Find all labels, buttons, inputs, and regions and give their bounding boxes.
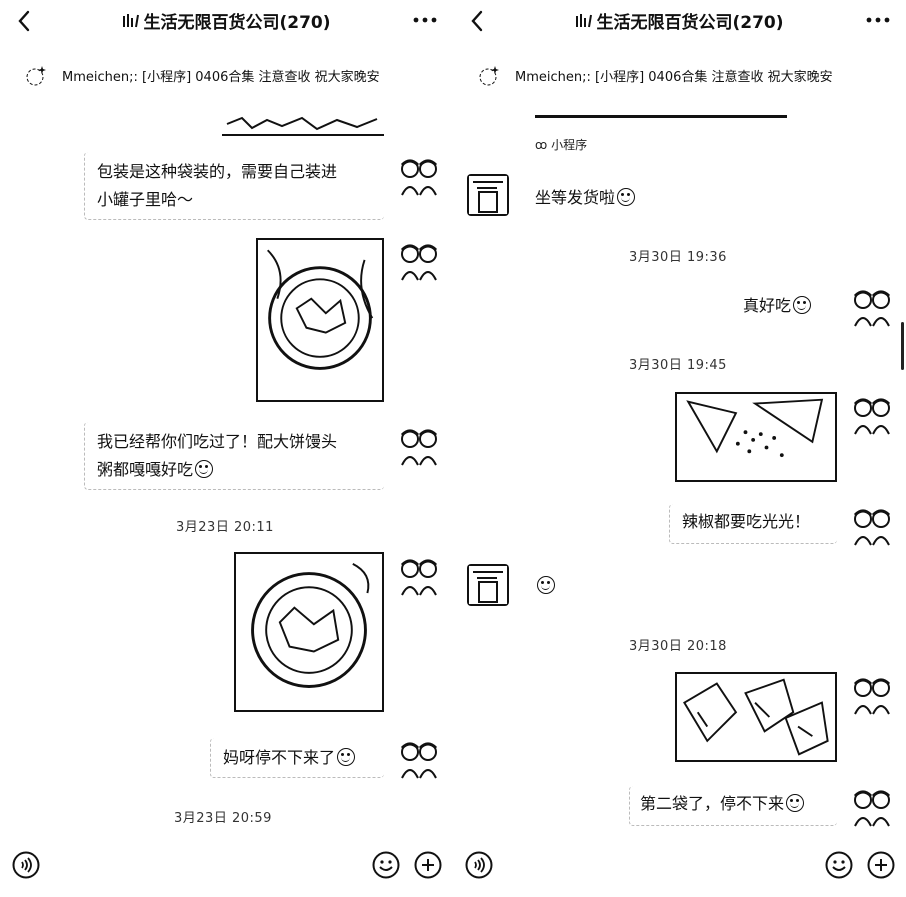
- message-text: 辣椒都要吃光光！: [682, 512, 811, 531]
- chat-title-text: 生活无限百货公司(270): [596, 13, 784, 33]
- food-photo[interactable]: [256, 238, 384, 402]
- user-avatar[interactable]: [398, 555, 440, 597]
- timestamp: 3月23日 20:11: [176, 520, 274, 535]
- user-avatar[interactable]: [851, 505, 893, 547]
- voice-icon: [12, 851, 40, 879]
- laugh-emoji-icon: [337, 748, 356, 766]
- message-text: 第二袋了，停不下来: [640, 794, 785, 813]
- back-button[interactable]: [12, 6, 38, 36]
- message-bubble[interactable]: 辣椒都要吃光光！: [669, 504, 837, 544]
- more-dots-icon: [413, 17, 437, 23]
- add-button[interactable]: [414, 851, 442, 879]
- message-text: 真好吃: [743, 296, 792, 315]
- user-avatar[interactable]: [398, 155, 440, 197]
- more-button[interactable]: [408, 10, 442, 30]
- message-text: 粥都嘎嘎好吃: [97, 460, 194, 479]
- message-bubble[interactable]: 我已经帮你们吃过了！配大饼馒头 粥都嘎嘎好吃: [84, 422, 384, 490]
- message-text: 包装是这种袋装的，需要自己装进: [97, 162, 338, 181]
- timestamp: 3月30日 19:36: [629, 250, 727, 265]
- mini-program-label[interactable]: ꝏ 小程序: [535, 136, 587, 153]
- emoji-icon: [825, 851, 853, 879]
- member-avatar[interactable]: [467, 174, 509, 216]
- add-button[interactable]: [867, 851, 895, 879]
- user-avatar[interactable]: [851, 674, 893, 716]
- more-button[interactable]: [861, 10, 895, 30]
- emoji-button[interactable]: [825, 851, 853, 879]
- voice-button[interactable]: [12, 851, 40, 879]
- timestamp: 3月30日 20:18: [629, 639, 727, 654]
- sparkle-avatar-icon: [475, 64, 501, 88]
- message-bubble[interactable]: 妈呀停不下来了: [210, 738, 384, 778]
- scrollbar[interactable]: [901, 322, 904, 370]
- emoji-message[interactable]: [535, 576, 555, 595]
- emoji-icon: [372, 851, 400, 879]
- input-toolbar: [0, 837, 453, 897]
- back-button[interactable]: [465, 6, 491, 36]
- pinned-message[interactable]: Mmeichen;: [小程序] 0406合集 注意查收 祝大家晚安: [475, 62, 895, 90]
- food-photo[interactable]: [675, 392, 837, 482]
- message-bubble[interactable]: 第二袋了，停不下来: [629, 786, 837, 826]
- user-avatar[interactable]: [851, 286, 893, 328]
- message-bubble[interactable]: 真好吃: [735, 290, 831, 322]
- user-avatar[interactable]: [851, 786, 893, 828]
- chat-title: 生活无限百货公司(270): [453, 8, 906, 33]
- message-text: 妈呀停不下来了: [223, 748, 336, 767]
- user-avatar[interactable]: [398, 738, 440, 780]
- member-avatar[interactable]: [467, 564, 509, 606]
- mini-program-label-text: 小程序: [551, 138, 588, 152]
- partial-image[interactable]: [222, 114, 384, 136]
- user-avatar[interactable]: [851, 394, 893, 436]
- chat-panel-right: 生活无限百货公司(270) Mmeichen;: [小程序] 0406合集 注意…: [453, 0, 906, 897]
- chevron-left-icon: [471, 10, 483, 32]
- emoji-button[interactable]: [372, 851, 400, 879]
- user-avatar[interactable]: [398, 240, 440, 282]
- laugh-emoji-icon: [786, 794, 805, 812]
- chat-panel-left: 生活无限百货公司(270) Mmeichen;: [小程序] 0406合集 注意…: [0, 6, 453, 897]
- food-photo[interactable]: [675, 672, 837, 762]
- pinned-message-text: Mmeichen;: [小程序] 0406合集 注意查收 祝大家晚安: [62, 70, 380, 85]
- smile-emoji-icon: [195, 460, 214, 478]
- voice-button[interactable]: [465, 851, 493, 879]
- pinned-message[interactable]: Mmeichen;: [小程序] 0406合集 注意查收 祝大家晚安: [22, 62, 442, 90]
- chat-title: 生活无限百货公司(270): [0, 8, 453, 33]
- smile-emoji-icon: [793, 296, 812, 314]
- chat-title-text: 生活无限百货公司(270): [143, 13, 331, 33]
- message-text: 我已经帮你们吃过了！配大饼馒头: [97, 432, 338, 451]
- group-logo-icon: [575, 13, 593, 29]
- timestamp: 3月23日 20:59: [174, 811, 272, 826]
- more-dots-icon: [866, 17, 890, 23]
- voice-icon: [465, 851, 493, 879]
- message-text: 坐等发货啦: [535, 188, 616, 207]
- group-logo-icon: [122, 13, 140, 29]
- input-toolbar: [453, 837, 906, 897]
- message-bubble[interactable]: 坐等发货啦: [527, 182, 677, 216]
- laugh-emoji-icon: [617, 188, 636, 206]
- message-text: 小罐子里哈～: [97, 190, 194, 209]
- user-avatar[interactable]: [398, 425, 440, 467]
- mini-program-icon: ꝏ: [535, 138, 548, 152]
- plus-icon: [867, 851, 895, 879]
- laugh-emoji-icon: [537, 576, 555, 594]
- timestamp: 3月30日 19:45: [629, 358, 727, 373]
- pinned-message-text: Mmeichen;: [小程序] 0406合集 注意查收 祝大家晚安: [515, 70, 833, 85]
- food-photo[interactable]: [234, 552, 384, 712]
- mini-program-card-bottom: [535, 115, 787, 118]
- chevron-left-icon: [18, 10, 30, 32]
- sparkle-avatar-icon: [22, 64, 48, 88]
- message-bubble[interactable]: 包装是这种袋装的，需要自己装进 小罐子里哈～: [84, 152, 384, 220]
- plus-icon: [414, 851, 442, 879]
